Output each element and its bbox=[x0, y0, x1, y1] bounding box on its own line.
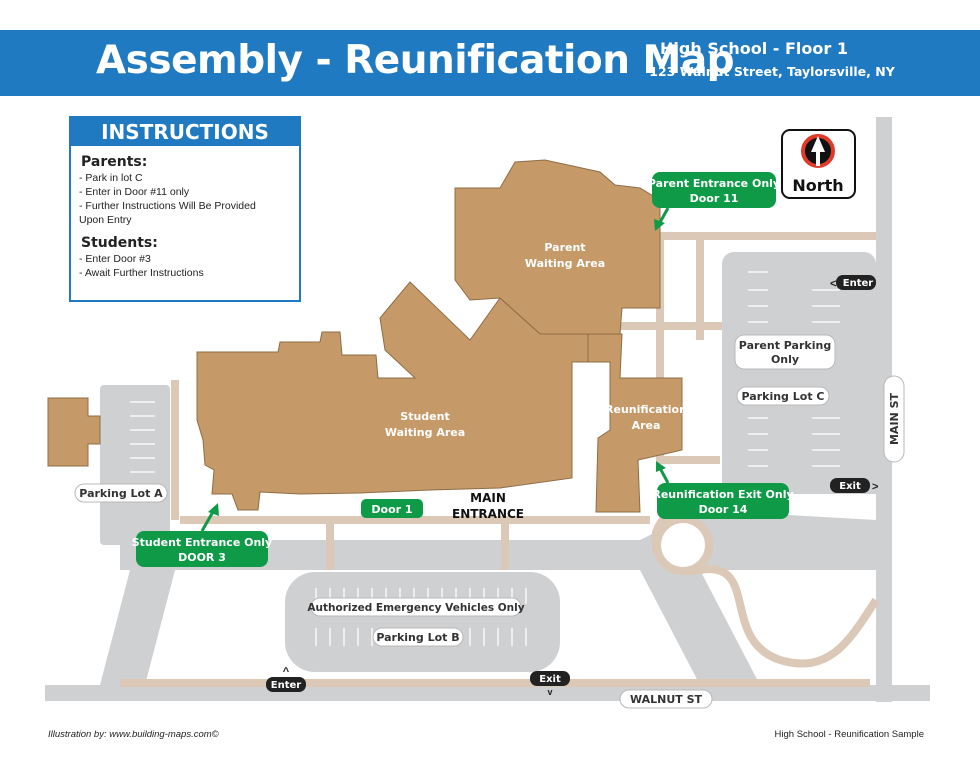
exit-sign-east-label: Exit bbox=[839, 481, 861, 492]
compass: North bbox=[781, 129, 856, 199]
parking-lot-a-surface bbox=[100, 385, 170, 545]
title-banner: Assembly - Reunification Map High School… bbox=[0, 30, 980, 96]
parents-item: - Enter in Door #11 only bbox=[79, 186, 190, 198]
footer-caption: High School - Reunification Sample bbox=[774, 729, 924, 740]
parents-heading: Parents: bbox=[81, 154, 148, 170]
main-entrance-label-1: MAIN bbox=[470, 491, 506, 505]
enter-sign-east bbox=[836, 275, 876, 290]
exit-sign-east bbox=[830, 478, 870, 493]
enter-sign-south bbox=[266, 677, 306, 692]
lot-a-label: Parking Lot A bbox=[79, 487, 163, 500]
lot-b-pill bbox=[372, 627, 464, 647]
reunification-exit-arrowhead-icon bbox=[656, 461, 666, 472]
student-waiting-label-1: Student bbox=[400, 410, 449, 423]
north-arrow-icon bbox=[811, 136, 825, 166]
center-diagonal-road bbox=[640, 570, 760, 685]
parents-item: - Park in lot C bbox=[79, 172, 143, 184]
roundabout bbox=[653, 515, 713, 575]
lot-a-pill bbox=[74, 483, 168, 503]
main-entrance-label-2: ENTRANCE bbox=[452, 507, 524, 521]
east-walkway bbox=[656, 236, 720, 464]
reunification-exit-arrow bbox=[658, 467, 670, 484]
main-st-label: MAIN ST bbox=[888, 392, 901, 445]
parent-parking-pill bbox=[734, 334, 836, 370]
student-entrance-arrow bbox=[200, 509, 216, 532]
door1-label: Door 1 bbox=[371, 503, 412, 516]
compass-label: North bbox=[792, 176, 843, 195]
reunification-label-1: Reunification bbox=[605, 403, 687, 416]
door1-callout bbox=[361, 499, 423, 518]
parent-entrance-label-1: Parent Entrance Only bbox=[648, 177, 780, 190]
page-title: Assembly - Reunification Map bbox=[96, 38, 735, 83]
parents-item: - Further Instructions Will Be Provided bbox=[79, 200, 256, 212]
traffic-signs: Enter < Exit > Enter ^ Exit v bbox=[266, 275, 878, 697]
parking-lot-c-surface bbox=[722, 252, 876, 492]
reunification-area bbox=[587, 333, 683, 513]
parent-waiting-area bbox=[454, 159, 661, 335]
reunification-exit-label-2: Door 14 bbox=[699, 503, 748, 516]
exit-sign-south bbox=[530, 671, 570, 686]
illustration-credit: Illustration by: www.building-maps.com© bbox=[48, 729, 219, 740]
instructions-panel: INSTRUCTIONS Parents: - Park in lot C - … bbox=[69, 116, 301, 302]
parent-waiting-label-2: Waiting Area bbox=[525, 257, 605, 270]
exit-sign-south-label: Exit bbox=[539, 674, 561, 685]
left-diagonal-road bbox=[100, 570, 175, 685]
building-name: High School - Floor 1 bbox=[660, 39, 848, 58]
enter-east-arrow-icon: < bbox=[830, 278, 836, 290]
students-list: - Enter Door #3 - Await Further Instruct… bbox=[79, 252, 299, 280]
buildings bbox=[47, 159, 683, 513]
parent-parking-label-1: Parent Parking bbox=[739, 339, 831, 352]
student-entrance-arrowhead-icon bbox=[208, 503, 219, 516]
walnut-st-pill bbox=[619, 689, 713, 709]
building-address: 123 Walnut Street, Taylorsville, NY bbox=[649, 64, 895, 79]
parent-parking-label-2: Only bbox=[771, 353, 799, 366]
exit-east-arrow-icon: > bbox=[872, 481, 878, 493]
lot-c-pill bbox=[736, 386, 830, 406]
enter-sign-east-label: Enter bbox=[843, 278, 874, 289]
parents-list: - Park in lot C - Enter in Door #11 only… bbox=[79, 171, 299, 227]
outbuilding bbox=[47, 397, 101, 467]
walkways bbox=[120, 232, 880, 687]
enter-south-arrow-icon: ^ bbox=[283, 666, 290, 678]
parents-item: Upon Entry bbox=[79, 214, 132, 226]
parent-entrance-label-2: Door 11 bbox=[690, 192, 739, 205]
students-item: - Enter Door #3 bbox=[79, 253, 151, 265]
student-entrance-label-2: DOOR 3 bbox=[178, 551, 226, 564]
reunification-exit-label-1: Reunification Exit Only bbox=[652, 488, 793, 501]
enter-sign-south-label: Enter bbox=[271, 680, 302, 691]
students-item: - Await Further Instructions bbox=[79, 267, 204, 279]
instructions-heading: INSTRUCTIONS bbox=[71, 118, 299, 146]
parent-entrance-callout bbox=[652, 172, 776, 208]
emergency-pill bbox=[310, 597, 522, 617]
walnut-st-label: WALNUT ST bbox=[630, 693, 703, 706]
lot-b-label: Parking Lot B bbox=[376, 631, 459, 644]
student-entrance-label-1: Student Entrance Only bbox=[132, 536, 272, 549]
reunification-exit-callout bbox=[657, 483, 789, 519]
parent-entrance-arrowhead-icon bbox=[654, 219, 665, 231]
exit-south-arrow-icon: v bbox=[547, 687, 552, 697]
parent-waiting-label-1: Parent bbox=[544, 241, 585, 254]
callouts: Parent Entrance Only Door 11 Student Ent… bbox=[132, 172, 794, 567]
main-st-pill bbox=[883, 375, 905, 463]
parking-lot-b-surface bbox=[285, 572, 560, 672]
emergency-label: Authorized Emergency Vehicles Only bbox=[307, 602, 524, 614]
walnut-street-road bbox=[45, 685, 930, 701]
student-entrance-callout bbox=[136, 531, 268, 567]
reunification-label-2: Area bbox=[632, 419, 661, 432]
student-waiting-label-2: Waiting Area bbox=[385, 426, 465, 439]
lot-c-label: Parking Lot C bbox=[742, 390, 825, 403]
lot-labels: Parking Lot A Authorized Emergency Vehic… bbox=[74, 334, 905, 709]
students-heading: Students: bbox=[81, 235, 158, 251]
